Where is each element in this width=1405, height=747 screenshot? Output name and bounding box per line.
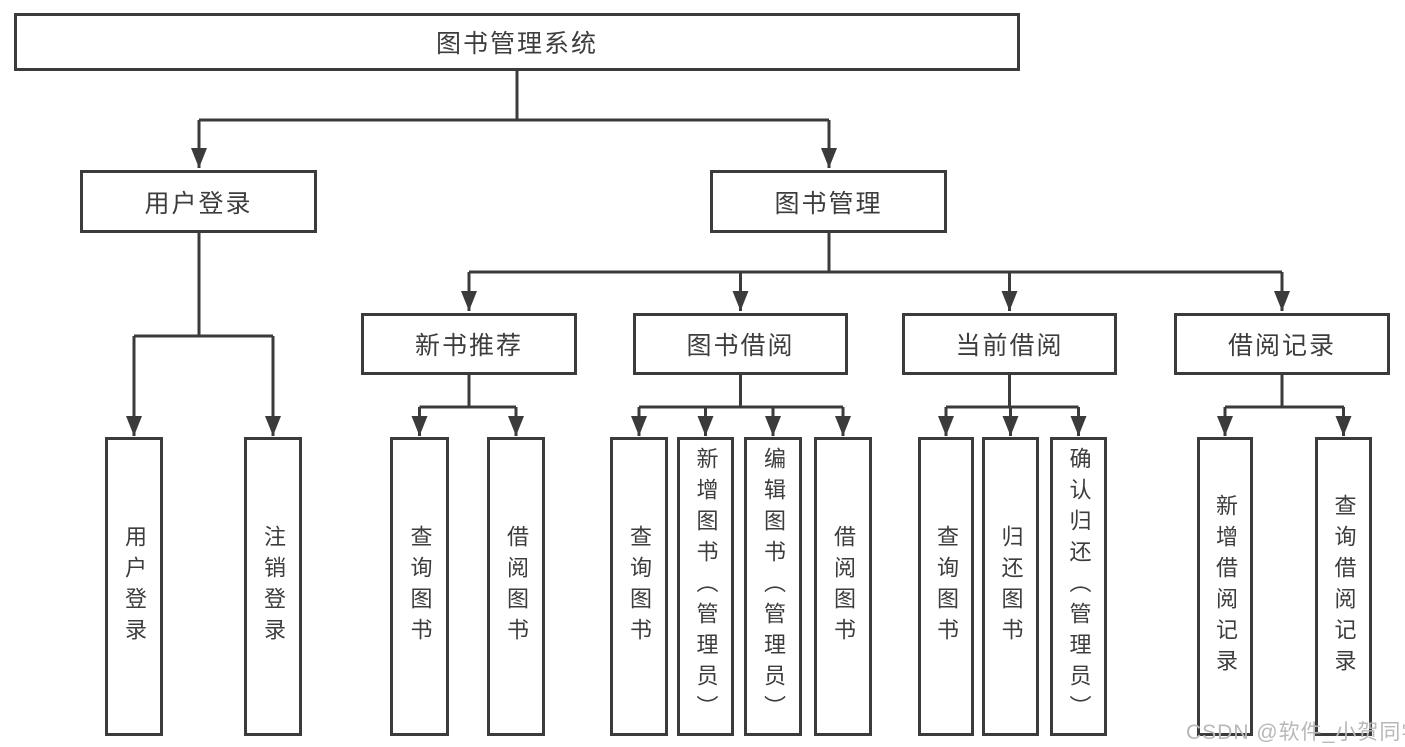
leaf-add-books-admin-label: 新增图书（管理员）: [693, 447, 719, 726]
node-current-borrow: 当前借阅: [902, 313, 1117, 375]
leaf-add-borrow-record: 新增借阅记录: [1197, 437, 1253, 736]
leaf-add-books-admin: 新增图书（管理员）: [677, 437, 734, 736]
leaf-query-books-current: 查询图书: [918, 437, 974, 736]
csdn-watermark: CSDN @软件_小贺同学: [1186, 721, 1405, 744]
leaf-logout-label: 注销登录: [261, 524, 286, 649]
node-book-management: 图书管理: [710, 170, 947, 233]
leaf-borrow-books-recommend: 借阅图书: [487, 437, 545, 736]
node-new-book-recommend: 新书推荐: [361, 313, 577, 375]
leaf-edit-books-admin: 编辑图书（管理员）: [744, 437, 802, 736]
node-current-borrow-label: 当前借阅: [955, 332, 1064, 360]
leaf-return-books: 归还图书: [982, 437, 1039, 736]
node-borrow-records: 借阅记录: [1174, 313, 1390, 375]
node-book-borrow-label: 图书借阅: [686, 332, 795, 360]
leaf-query-books-current-label: 查询图书: [934, 524, 959, 649]
leaf-logout: 注销登录: [244, 437, 302, 736]
node-user-login-label: 用户登录: [144, 189, 253, 218]
node-root-label: 图书管理系统: [435, 30, 598, 58]
node-new-book-recommend-label: 新书推荐: [414, 332, 523, 360]
leaf-query-borrow-record: 查询借阅记录: [1315, 437, 1372, 736]
leaf-confirm-return-admin: 确认归还（管理员）: [1050, 437, 1107, 736]
leaf-user-login-label: 用户登录: [122, 524, 147, 649]
node-book-management-label: 图书管理: [774, 189, 883, 218]
leaf-query-books-borrow-label: 查询图书: [627, 524, 652, 649]
leaf-query-books-borrow: 查询图书: [610, 437, 668, 736]
node-book-borrow: 图书借阅: [633, 313, 848, 375]
leaf-borrow-books-label: 借阅图书: [831, 524, 856, 649]
leaf-borrow-books: 借阅图书: [814, 437, 872, 736]
leaf-user-login: 用户登录: [105, 437, 163, 736]
leaf-query-books-recommend-label: 查询图书: [407, 524, 433, 649]
node-borrow-records-label: 借阅记录: [1227, 332, 1336, 360]
leaf-confirm-return-admin-label: 确认归还（管理员）: [1066, 447, 1092, 726]
node-user-login: 用户登录: [80, 170, 317, 233]
leaf-edit-books-admin-label: 编辑图书（管理员）: [761, 447, 786, 726]
leaf-query-borrow-record-label: 查询借阅记录: [1331, 493, 1357, 680]
leaf-query-books-recommend: 查询图书: [390, 437, 449, 736]
leaf-borrow-books-recommend-label: 借阅图书: [504, 524, 529, 649]
leaf-add-borrow-record-label: 新增借阅记录: [1213, 493, 1238, 680]
leaf-return-books-label: 归还图书: [998, 524, 1024, 649]
node-root: 图书管理系统: [14, 13, 1020, 71]
